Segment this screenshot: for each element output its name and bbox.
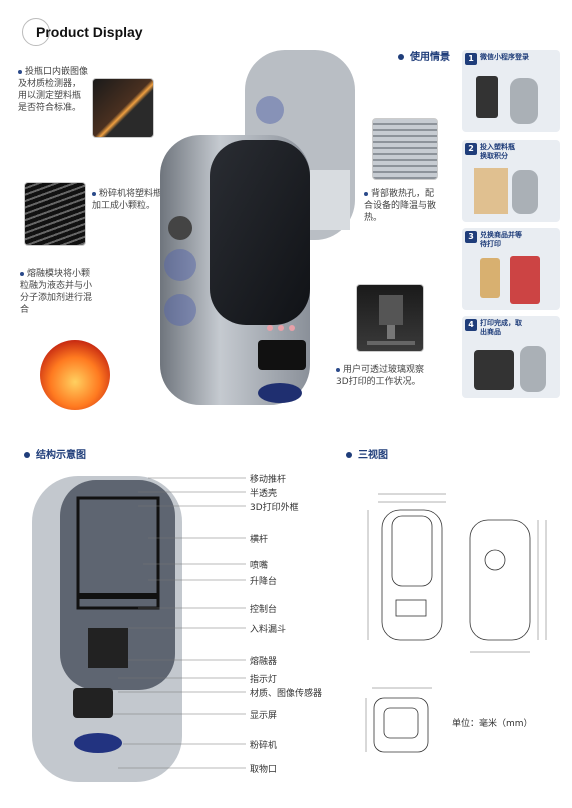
- print-frame: [76, 496, 160, 610]
- printer-thumbnail: [356, 284, 424, 352]
- indicator-light: [267, 325, 273, 331]
- pickup-slot: [258, 383, 302, 403]
- vent-thumbnail: [372, 118, 438, 180]
- step-number: 2: [465, 143, 477, 155]
- bullet-dot: [20, 271, 24, 276]
- step-caption: 打印完成，取 出商品: [480, 319, 522, 336]
- label-print-frame: 3D打印外框: [250, 503, 299, 513]
- label-sensors: 材质、图像传感器: [250, 689, 323, 699]
- top-view: [365, 687, 432, 753]
- inspection-thumbnail: [92, 78, 154, 138]
- callout-cooling-text: 背部散热孔，配合设备的降温与散热。: [364, 189, 437, 223]
- heading-bullet: [398, 54, 404, 60]
- threeview-heading: 三视图: [346, 446, 388, 461]
- top-view-outline: [373, 697, 429, 753]
- page-title: Product Display: [36, 24, 143, 40]
- label-shredder: 粉碎机: [250, 741, 278, 751]
- glass-shell: [210, 140, 310, 325]
- front-view: [381, 509, 443, 641]
- step-2-illustration: [474, 168, 538, 214]
- back-vent: [310, 170, 350, 230]
- callout-shredder-text: 粉碎机将塑料瓶加工成小颗粒。: [92, 189, 163, 211]
- label-push-rod: 移动推杆: [250, 475, 287, 485]
- indicator-light: [289, 325, 295, 331]
- bullet-dot: [92, 191, 96, 196]
- side-view: [469, 519, 531, 641]
- label-translucent-shell: 半透壳: [250, 489, 278, 499]
- title-circle-decor: [22, 18, 50, 46]
- top-view-inner: [383, 707, 419, 739]
- highlight-marker: [256, 96, 284, 124]
- display-screen: [258, 340, 306, 370]
- structure-heading: 结构示意图: [24, 446, 86, 461]
- callout-inspection: 投瓶口内嵌图像及材质检测器，用以测定塑料瓶是否符合标准。: [18, 66, 88, 114]
- label-melter: 熔融器: [250, 657, 278, 667]
- label-display: 显示屏: [250, 711, 278, 721]
- callout-melting: 熔融模块将小颗粒融为液态并与小分子添加剂进行混合: [20, 268, 92, 316]
- step-caption: 兑换商品并等 待打印: [480, 231, 522, 248]
- callout-observe-text: 用户可透过玻璃观察3D打印的工作状况。: [336, 365, 425, 387]
- bullet-dot: [18, 69, 22, 74]
- step-caption: 投入塑料瓶 换取积分: [480, 143, 515, 160]
- lift-platform: [78, 593, 158, 599]
- heading-bullet: [24, 452, 30, 458]
- step-number: 1: [465, 53, 477, 65]
- title-block: Product Display: [22, 18, 172, 48]
- step-4-illustration: [474, 346, 546, 392]
- front-view-screen: [395, 599, 427, 617]
- label-indicator-light: 指示灯: [250, 675, 278, 685]
- usage-step-3: 3 兑换商品并等 待打印: [462, 228, 560, 310]
- callout-inspection-text: 投瓶口内嵌图像及材质检测器，用以测定塑料瓶是否符合标准。: [18, 67, 89, 113]
- callout-shredder: 粉碎机将塑料瓶加工成小颗粒。: [92, 188, 162, 212]
- printer-nozzle-icon: [367, 295, 415, 345]
- usage-heading: 使用情景: [398, 48, 450, 63]
- front-view-window: [391, 515, 433, 587]
- bullet-dot: [336, 367, 340, 372]
- usage-step-2: 2 投入塑料瓶 换取积分: [462, 140, 560, 222]
- step-1-illustration: [476, 76, 538, 124]
- display-block: [73, 688, 113, 718]
- usage-step-4: 4 打印完成，取 出商品: [462, 316, 560, 398]
- callout-cooling: 背部散热孔，配合设备的降温与散热。: [364, 188, 436, 224]
- label-crossbar: 横杆: [250, 535, 269, 545]
- indicator-light: [278, 325, 284, 331]
- label-hopper: 入料漏斗: [250, 625, 287, 635]
- highlight-marker: [164, 249, 196, 281]
- label-lift-platform: 升降台: [250, 577, 278, 587]
- bullet-dot: [364, 191, 368, 196]
- usage-heading-text: 使用情景: [410, 52, 450, 63]
- usage-step-1: 1 微信小程序登录: [462, 50, 560, 132]
- label-console: 控制台: [250, 605, 278, 615]
- unit-note: 单位：毫米（mm）: [452, 719, 533, 729]
- product-render: [160, 50, 355, 405]
- step-caption: 微信小程序登录: [480, 53, 529, 61]
- heading-bullet: [346, 452, 352, 458]
- callout-observe: 用户可透过玻璃观察3D打印的工作状况。: [336, 364, 432, 388]
- callout-melting-text: 熔融模块将小颗粒融为液态并与小分子添加剂进行混合: [20, 269, 93, 315]
- label-pickup-slot: 取物口: [250, 765, 278, 775]
- step-3-illustration: [480, 256, 540, 304]
- hopper: [88, 628, 128, 668]
- side-view-port: [484, 549, 506, 571]
- melting-thumbnail: [40, 340, 110, 410]
- shredder-block: [74, 733, 122, 753]
- highlight-marker: [164, 294, 196, 326]
- label-nozzle: 喷嘴: [250, 561, 269, 571]
- step-number: 4: [465, 319, 477, 331]
- shredder-thumbnail: [24, 182, 86, 246]
- structure-diagram: [32, 476, 246, 782]
- threeview-heading-text: 三视图: [358, 450, 388, 461]
- front-side-views: [367, 493, 547, 653]
- structure-heading-text: 结构示意图: [36, 450, 86, 461]
- step-number: 3: [465, 231, 477, 243]
- inspection-port: [168, 216, 192, 240]
